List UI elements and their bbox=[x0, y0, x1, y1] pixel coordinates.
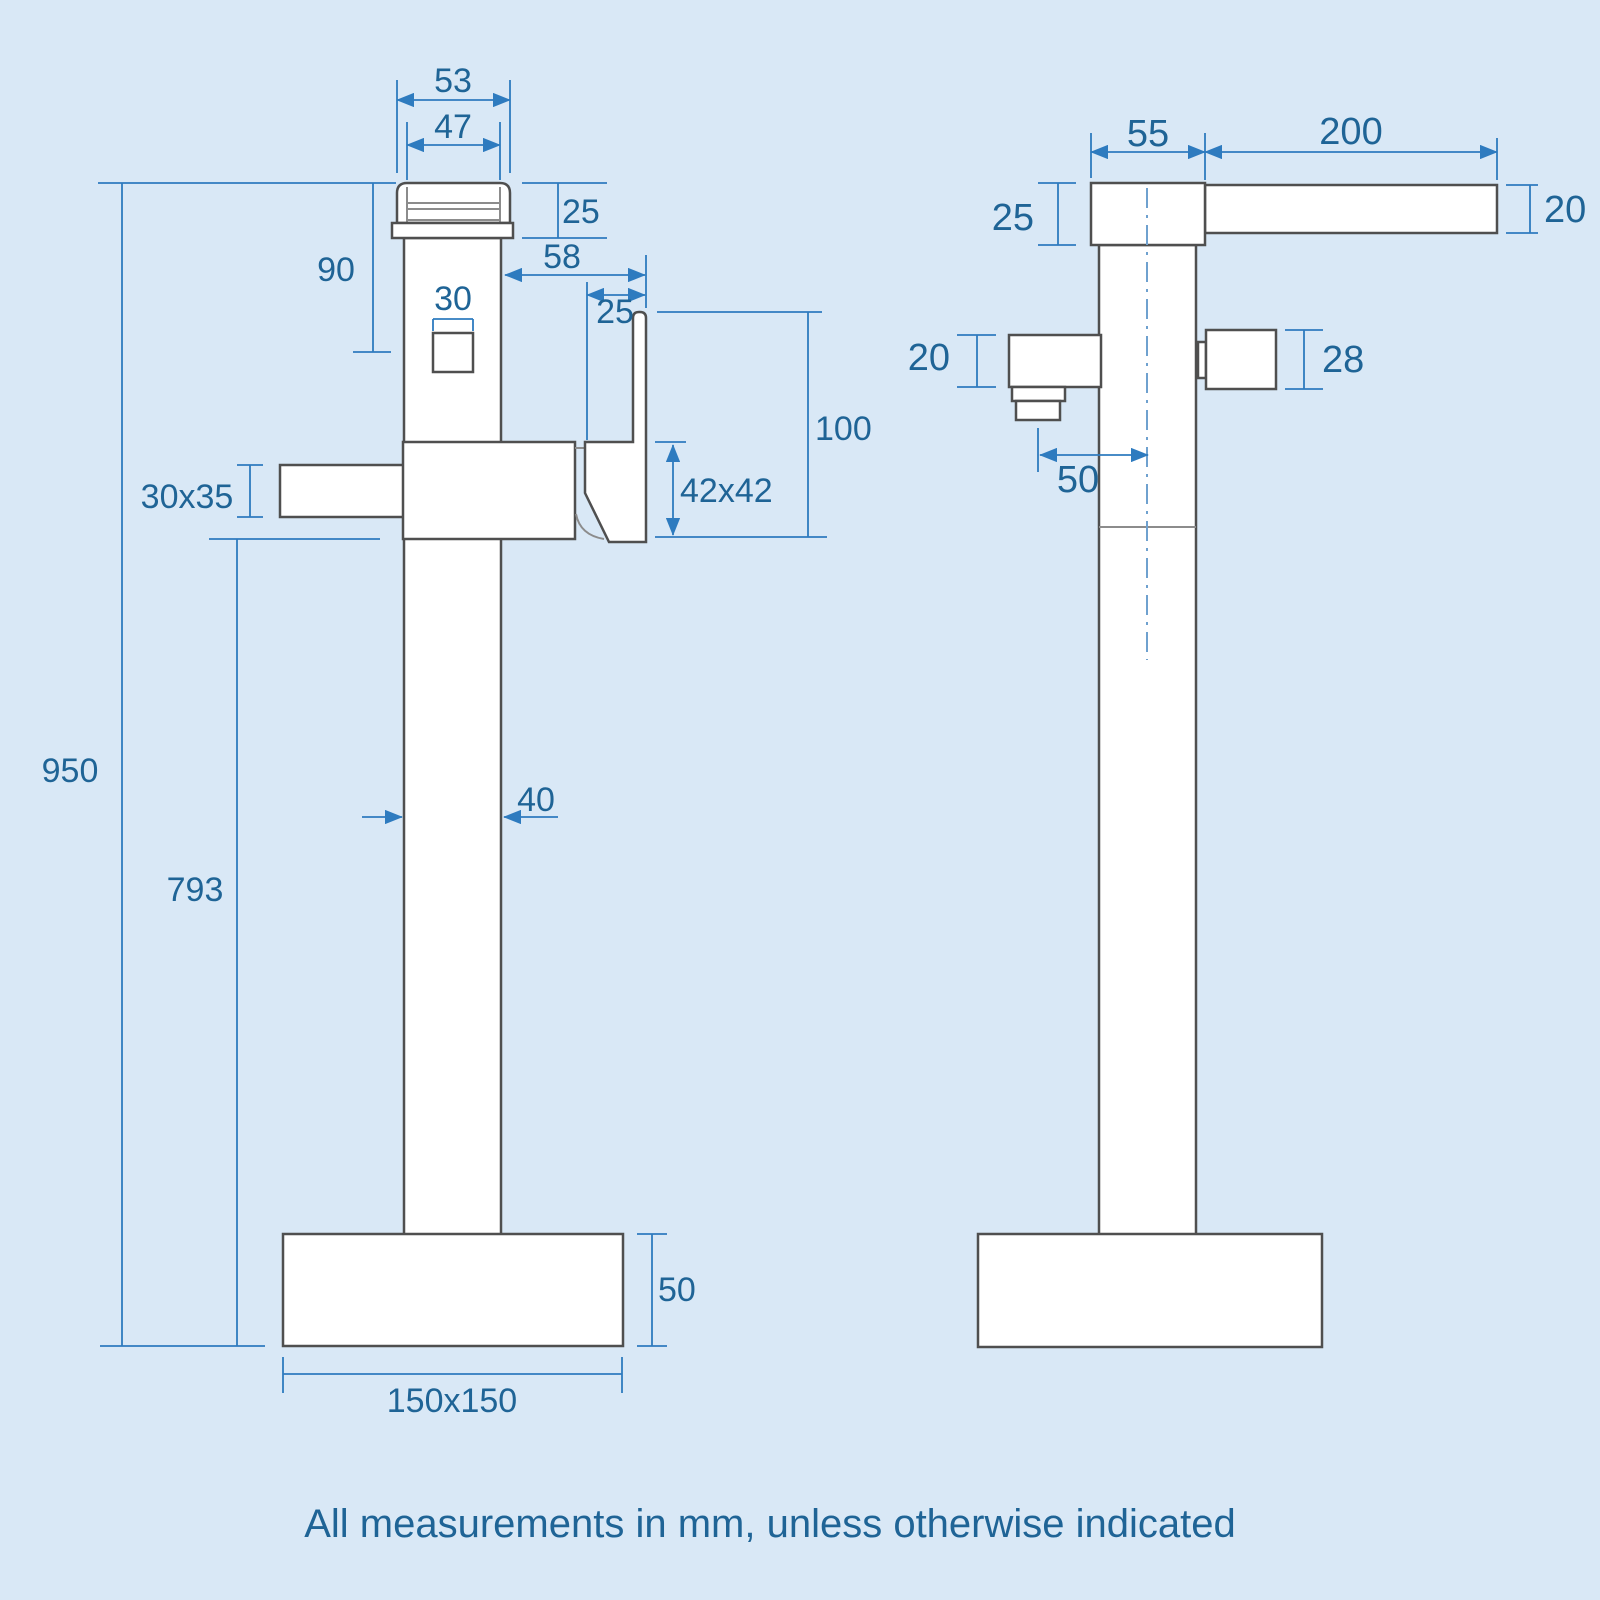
dim-label-50-offset: 50 bbox=[1057, 459, 1099, 501]
dim-25-handle: 25 bbox=[586, 282, 646, 440]
dim-47: 47 bbox=[406, 108, 501, 180]
dim-label-30: 30 bbox=[434, 280, 472, 318]
dim-200: 200 bbox=[1204, 111, 1498, 180]
front-column bbox=[402, 236, 503, 1237]
front-cap-detail bbox=[406, 187, 501, 222]
dim-90: 90 bbox=[98, 182, 396, 353]
side-spout bbox=[1007, 333, 1103, 389]
dim-label-150x150: 150x150 bbox=[387, 1382, 517, 1420]
dim-label-90: 90 bbox=[317, 251, 355, 289]
front-valve-curve bbox=[575, 513, 605, 540]
dim-950: 950 bbox=[42, 183, 265, 1347]
dim-label-58: 58 bbox=[543, 238, 581, 276]
side-column bbox=[1097, 243, 1198, 1237]
side-tap-body bbox=[976, 181, 1499, 1349]
front-lever-handle bbox=[583, 310, 648, 544]
front-view: 53 47 25 90 30 58 bbox=[42, 62, 872, 1420]
side-base-plate bbox=[976, 1232, 1324, 1349]
dim-25-cap: 25 bbox=[522, 182, 607, 239]
dim-label-47: 47 bbox=[434, 108, 472, 146]
side-view: 55 200 25 20 20 2 bbox=[908, 111, 1586, 1349]
dim-label-53: 53 bbox=[434, 62, 472, 100]
side-handle-knob bbox=[1204, 328, 1278, 391]
dim-label-25-head: 25 bbox=[992, 197, 1034, 239]
dim-label-950: 950 bbox=[42, 752, 99, 790]
dim-label-25-handle: 25 bbox=[596, 293, 634, 331]
dim-label-793: 793 bbox=[167, 871, 224, 909]
front-base-plate bbox=[281, 1232, 625, 1348]
dim-label-55: 55 bbox=[1127, 113, 1169, 155]
dim-label-42x42: 42x42 bbox=[680, 472, 773, 510]
dim-label-25-cap: 25 bbox=[562, 193, 600, 231]
front-cap-flange bbox=[390, 221, 515, 240]
dim-20-spout: 20 bbox=[908, 334, 996, 388]
side-spout-nozzle-step bbox=[1010, 385, 1067, 403]
dim-label-20-spout: 20 bbox=[908, 337, 950, 379]
dim-label-200: 200 bbox=[1319, 111, 1382, 153]
dim-793: 793 bbox=[167, 538, 380, 1346]
dim-label-50-base: 50 bbox=[658, 1271, 696, 1309]
dim-label-28: 28 bbox=[1322, 339, 1364, 381]
dim-50-offset: 50 bbox=[1037, 428, 1149, 501]
dim-58: 58 bbox=[504, 238, 647, 308]
front-diverter-button bbox=[431, 331, 475, 374]
dim-28: 28 bbox=[1285, 329, 1364, 390]
dim-label-20-arm: 20 bbox=[1544, 189, 1586, 231]
dim-30x35: 30x35 bbox=[141, 464, 263, 518]
dim-50-base: 50 bbox=[637, 1233, 696, 1347]
dim-25-head: 25 bbox=[992, 182, 1076, 246]
dim-53: 53 bbox=[396, 62, 511, 173]
side-arm bbox=[1203, 183, 1499, 235]
footnote-text: All measurements in mm, unless otherwise… bbox=[304, 1502, 1236, 1546]
dim-55: 55 bbox=[1090, 113, 1206, 180]
dim-40: 40 bbox=[362, 781, 558, 825]
dim-100: 100 bbox=[655, 311, 872, 538]
dim-label-100: 100 bbox=[815, 410, 872, 448]
dim-20-arm: 20 bbox=[1506, 184, 1586, 234]
dim-label-40: 40 bbox=[517, 781, 555, 819]
side-spout-nozzle-tip bbox=[1014, 399, 1062, 422]
dim-150x150: 150x150 bbox=[282, 1357, 623, 1420]
front-tap-body bbox=[278, 181, 648, 1348]
dim-30: 30 bbox=[432, 280, 474, 331]
front-spout bbox=[278, 463, 406, 519]
dim-42x42: 42x42 bbox=[655, 441, 773, 536]
front-valve-body bbox=[401, 440, 577, 541]
dim-label-30x35: 30x35 bbox=[141, 478, 234, 516]
